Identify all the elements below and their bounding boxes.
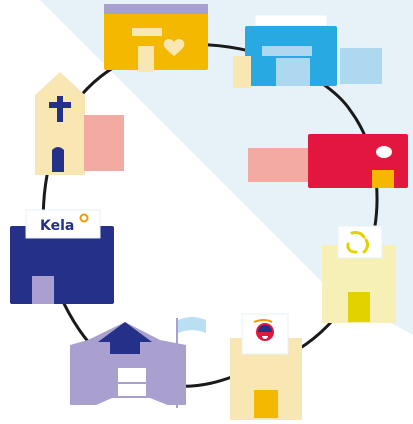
yellow-building [104, 4, 208, 72]
window-icon [262, 46, 312, 56]
red-building [248, 134, 408, 188]
church-building [35, 72, 124, 175]
cross-icon [49, 96, 71, 122]
spiral-logo-icon [346, 231, 370, 254]
kela-logo-text: Kela [40, 218, 74, 234]
heart-icon [163, 39, 185, 56]
lavender-school-building [70, 317, 206, 408]
flag-icon [178, 317, 206, 333]
blue-building [233, 14, 382, 88]
pale-yellow-building [322, 225, 396, 323]
kela-building: Kela [10, 209, 114, 304]
cream-building [230, 313, 302, 420]
round-logo-icon [253, 319, 274, 341]
circle-icon [376, 146, 392, 158]
kela-logo-icon [79, 213, 89, 223]
